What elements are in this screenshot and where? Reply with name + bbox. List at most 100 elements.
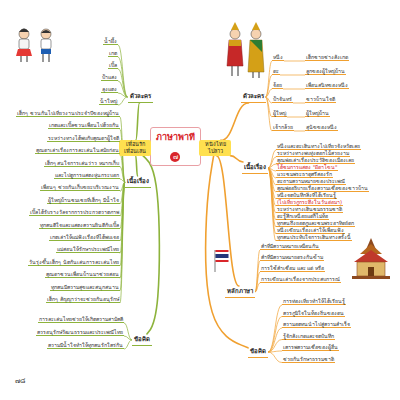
branch-item: แม่สอนให้รักษาประเพณีไทย [56,246,120,253]
leader-line [118,81,128,97]
branch-item: ได้ชมการแสดง "ผีตาโขน" [276,164,338,171]
branch-item: ระหว่างทางได้พบกับคุณตาผู้ใจดี [47,135,120,142]
leader-line [266,61,273,97]
subtopic: หลักภาษา [225,286,255,298]
branch-item: (ไปเที่ยวภูกระดึงในวันต่อมา) [276,199,343,206]
branch-item: ตะถามความหมายของประเพณี [276,178,346,185]
branch-item: วันรุ่งขึ้นเด็กๆ นัดกันเล่นการละเล่นไทย [28,259,120,266]
leader-line [124,323,132,340]
branch-item: เด็กๆ สนใจการเล่นว่าว หมากเก็บ [44,160,120,167]
branch-item: เกดเล่าให้แม่ฟังเรื่องที่ได้พบเจอ [49,234,120,241]
topic-text: ภาษาพาที [156,130,195,144]
branch-item: ช่วยกันรักษาธรรมชาติ [282,356,335,363]
topic-text: เพื่อนรัก เพื่อนเล่น [122,141,148,154]
thai-flag [215,250,229,272]
branch-item: เคารพความเชื่อของผู้อื่น [282,344,339,351]
leader-line [118,93,128,97]
branch-box: หนังไทย ไปลาว [199,140,231,155]
branch-item: ผู้ใหญ่บ้าน [305,110,330,117]
branch-item: ทุกคนประทับใจการเดินทางครั้งนี้ [276,234,352,241]
subtopic: เนื้อเรื่อง [242,162,268,174]
leader-line [268,352,282,363]
leader-line [268,340,282,353]
leader-line [268,351,282,352]
branch-connector [216,156,239,286]
branch-connector [136,156,138,176]
branch-item: สุนัขของหนึ่ง [305,124,338,131]
branch-item: หนึ่ง [272,54,284,61]
branch-item: คุณตาชวนเพื่อนบ้านมาช่วยสอน [45,271,120,278]
topic-text: ตัวละคร [130,91,151,101]
branch-item: เปิ้ลได้รับรางวัลจากการประกวดวาดภาพ [29,209,120,216]
branch-item: ทุกคนดีใจและแสดงความยินดีกับเปิ้ล [39,222,120,229]
page-number: ๗๘ [14,378,26,384]
branch-item: ลุงแดง [101,86,118,93]
leader-line [120,129,125,182]
branch-item: แวะชมพระธาตุศรีสองรัก [276,171,333,178]
leader-line [118,97,128,105]
branch-item: คุณพ่อเล่าเรื่องประวัติของเมืองเลย [276,157,355,164]
branch-item: เพื่อนๆ ช่วยกันเก็บขยะบริเวณงาน [40,184,120,191]
branch-item: ตะรู้สึกเหนื่อยแต่ก็ไม่ท้อ [276,213,329,220]
leader-line [255,283,260,292]
branch-item: คุณตาเล่าเรื่องการละเล่นในสมัยก่อน [35,147,120,154]
branch-box: เพื่อนรัก เพื่อนเล่น [119,140,151,155]
branch-item: การละเล่นไทยช่วยให้เกิดความสามัคคี [38,316,124,323]
branch-item: ระหว่างทางเดินชมธรรมชาติ [276,206,343,213]
leader-line [293,103,305,104]
topic-text: ข้อคิด [250,346,266,356]
branch-item: หนึ่งและตะเดินทางไปเที่ยวจังหวัดเลย [276,143,361,150]
branch-item: รู้จักสังเกตและจดบันทึก [282,333,335,340]
branch-item: และไปดูการแสดงหุ่นกระบอก [54,172,120,179]
branch-item: เกด [108,50,118,57]
branch-item: คำที่มีความหมายเหมือนกัน [260,243,320,250]
leader-line [268,168,276,241]
branch-item: น้ำผึ้ง [103,38,118,45]
branch-item: หนึ่งจดบันทึกสิ่งที่ได้เรียนรู้ [276,192,337,199]
topic-text: ตัวละคร [243,91,264,101]
leader-line [120,182,125,303]
branch-connector [221,103,249,140]
topic-text: หนังไทย ไปลาว [202,141,228,154]
branch-item: ป้าจันทร์ [272,96,293,103]
leader-line [283,89,305,90]
leader-line [268,150,276,168]
branch-item: เพื่อนสนิทของหนึ่ง [305,82,349,89]
branch-item: เกดและเปิ้ลชวนเพื่อนไปด้วยกัน [48,122,120,129]
branch-item: เด็กชายช่างสังเกต [305,54,349,61]
central-topic: ภาษาพาที๗ [150,127,201,166]
branch-item: จ้อย [272,82,283,89]
subtopic: ข้อคิด [248,346,268,358]
leader-line [280,75,305,76]
branch-item: การใช้คำเชื่อม และ แต่ หรือ [260,265,325,272]
branch-item: ผู้ใหญ่ [272,110,287,117]
branch-item: เจ้ากล้วย [272,124,294,131]
subtopic: เนื้อเรื่อง [125,176,151,188]
branch-item: ควรอนุรักษ์วัฒนธรรมและประเพณีไทย [36,329,124,336]
branch-item: ป้าแสง [101,74,118,81]
branch-item: ทุกคนถึงยอดภูและชมพระอาทิตย์ตก [276,220,355,227]
leader-line [268,157,276,168]
branch-item: ลูกของผู้ใหญ่บ้าน [305,68,346,75]
branch-item: หนึ่งเขียนเรื่องเล่าให้เพื่อนฟัง [276,227,345,234]
temple-illustration [352,238,390,279]
topic-text: เนื้อเรื่อง [127,176,149,186]
leader-line [118,69,128,97]
branch-item: เปิ้ล [108,62,118,69]
branch-item: ทุกคนมีความสุขและสนุกสนาน [50,284,120,291]
kids-illustration [16,29,51,63]
branch-item: ชาวบ้านใจดี [305,96,336,103]
leader-line [294,131,305,132]
subtopic: ตัวละคร [241,91,266,103]
thai-costume-figures [227,22,264,78]
branch-connector [206,156,248,348]
branch-item: ผู้ใหญ่บ้านชมเชยที่เด็กๆ มีน้ำใจ [47,197,120,204]
leader-line [268,164,276,168]
branch-item: การท่องเที่ยวทำให้ได้เรียนรู้ [282,298,346,305]
topic-text: เนื้อเรื่อง [244,162,266,172]
branch-item: ระหว่างทางพบทุ่งดอกไม้สวยงาม [276,150,350,157]
leader-line [118,45,128,97]
leader-line [268,317,282,353]
branch-item: ความมีน้ำใจทำให้ทุกคนรักใคร่กัน [47,342,124,349]
